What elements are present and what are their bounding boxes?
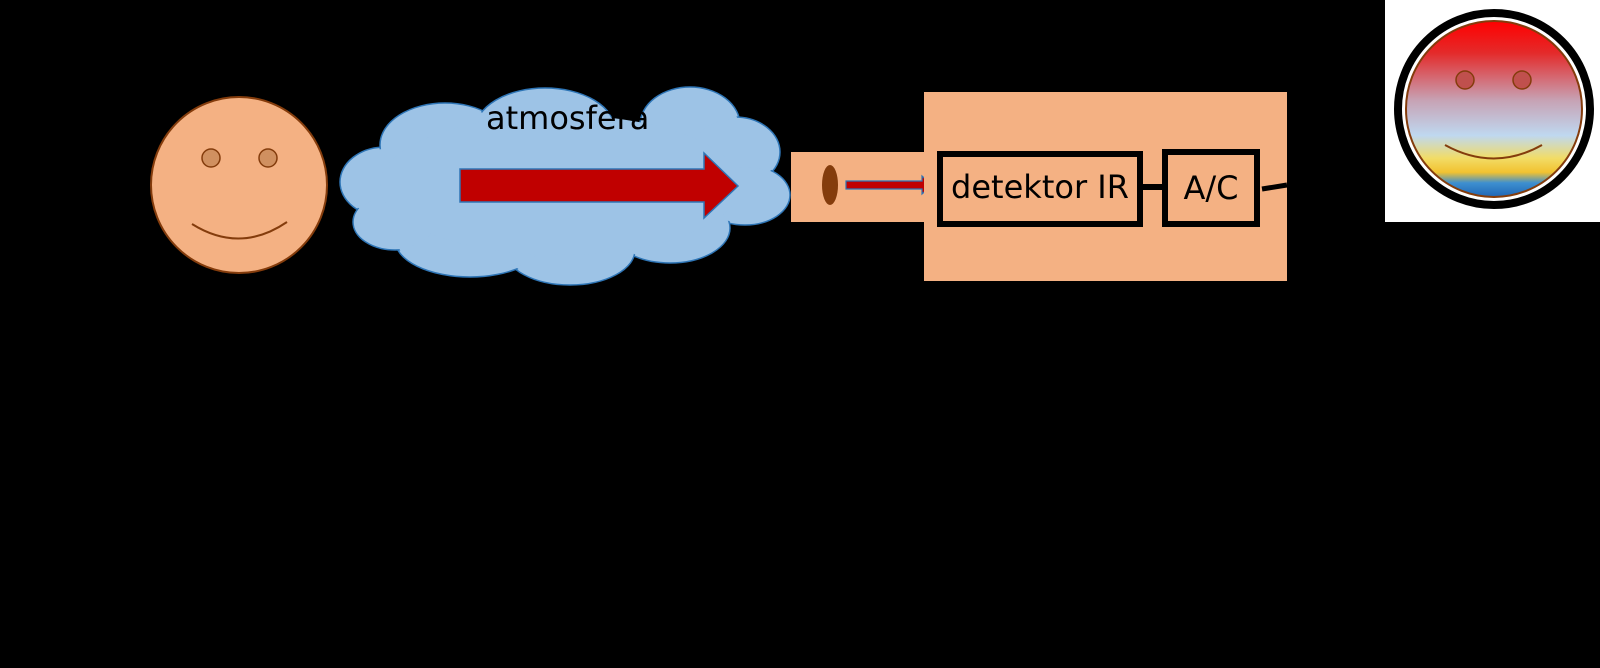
ad-converter-label: A/C: [1183, 169, 1238, 207]
ir-detector-block: detektor IR: [937, 151, 1143, 227]
source-face-head: [150, 96, 328, 274]
thermal-face-smile: [1444, 144, 1543, 160]
source-face: [150, 96, 328, 274]
thermal-face-head: [1405, 20, 1583, 198]
source-face-right-eye: [258, 148, 278, 168]
converter-output-line: [1261, 182, 1288, 192]
thermal-face-left-eye: [1455, 70, 1475, 90]
source-face-left-eye: [201, 148, 221, 168]
thermal-face-right-eye: [1512, 70, 1532, 90]
source-face-smile: [191, 221, 288, 240]
lens-icon: [822, 165, 838, 205]
ad-converter-block: A/C: [1162, 149, 1260, 227]
ir-detector-label: detektor IR: [951, 168, 1129, 206]
thermal-image-face: [1394, 9, 1594, 209]
atmosphere-label: atmosfera: [486, 99, 649, 137]
radiation-arrow: [459, 151, 740, 220]
